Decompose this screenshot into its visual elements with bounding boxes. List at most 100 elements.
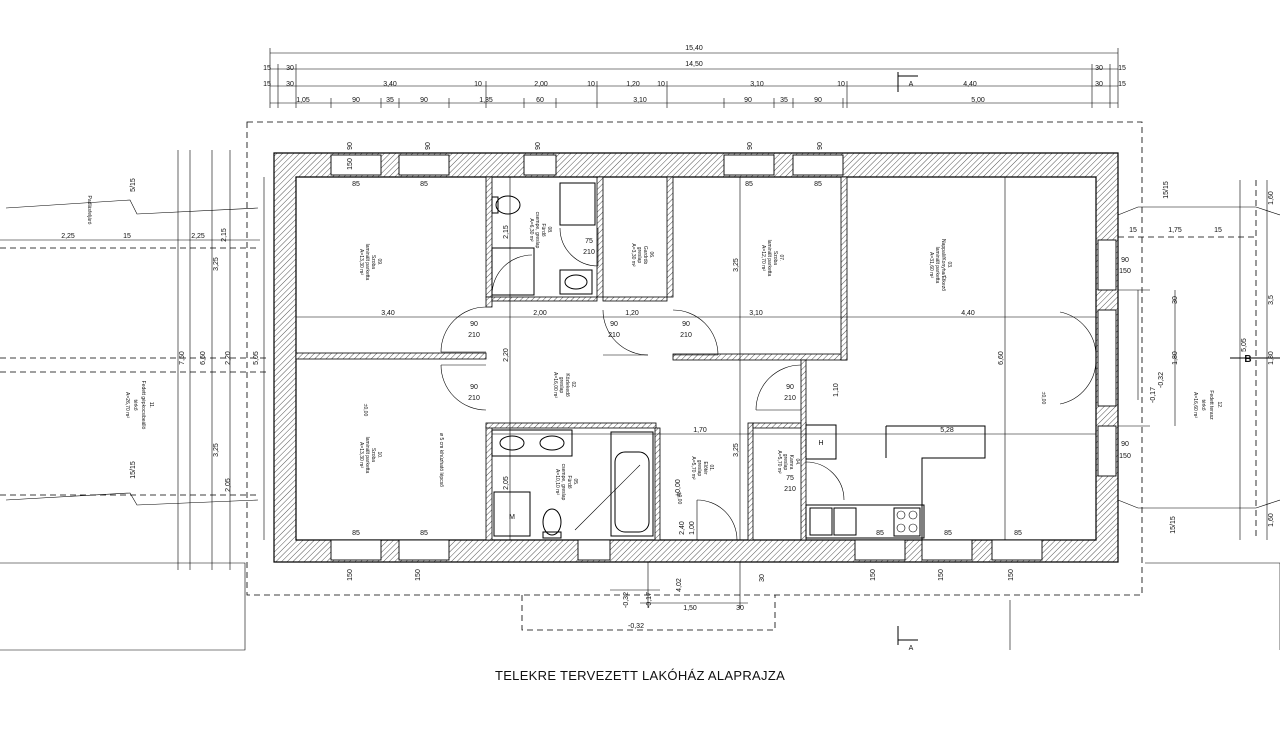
dim-row2: 4,40 [963,81,977,88]
door-label: 75 [585,238,593,245]
dim-bottom: -0,32 [628,623,644,630]
window [330,539,382,561]
window-label: 150 [1119,268,1131,275]
room-02-floor: greslap [558,377,564,394]
room-01-floor: greslap [696,460,702,477]
dim-interior: 2,15 [503,225,510,239]
door-label: 210 [468,332,480,339]
room-03-id: 03. [946,262,952,269]
dim-left: 2,25 [61,233,75,240]
window-label: 90 [1121,257,1129,264]
door-swings [440,227,1097,541]
dim-row2: 10 [837,81,845,88]
room-07-id: 07. [778,255,784,262]
room-02-name: Közlekedő [564,373,570,397]
window-label: 150 [415,569,422,581]
window [991,539,1043,561]
dim-row2: 10 [587,81,595,88]
attic-label: Padlásfeljáró [86,196,92,225]
carport-area: 2,25 2,25 15 5/15 15/15 7,50 6,60 2,15 3… [0,150,270,570]
drawing-caption: TELEKRE TERVEZETT LAKÓHÁZ ALAPRAJZA [494,668,786,683]
room-05-name: Fürdő [566,475,572,488]
dim-right: 3,5 [1268,295,1275,305]
washing-machine-label: M [509,514,515,521]
room-08-id: 08. [546,227,552,234]
window-label: 85 [420,181,428,188]
window-label: 85 [814,181,822,188]
entrance-steps: 1,50 30 -0,32 -0,17 -0,32 1,00 2,40 4,02… [610,479,766,630]
room-07-name: Szoba [772,251,778,265]
dim-end: 30 [1095,81,1103,88]
room-09-id: 09. [376,259,382,266]
window [921,539,973,561]
room-07-area: A=12,70 m² [760,245,766,271]
window-label: 150 [1119,453,1131,460]
room-06-id: 06. [648,252,654,259]
room-09-area: A=13,30 m² [358,249,364,275]
room-labels: 09. Szoba laminált parketta A=13,30 m² 0… [358,212,1046,505]
dim-interior: 2,00 [533,310,547,317]
dim-right: 1,75 [1168,227,1182,234]
window [398,154,450,176]
roof-outline [0,121,1280,651]
window-label: 85 [352,181,360,188]
sink [559,269,593,295]
dim-right: 5,05 [1241,338,1248,352]
room-04-name: Kamra [788,455,794,470]
dim-left: 15 [123,233,131,240]
window [792,154,844,176]
dim-row3: 90 [814,97,822,104]
door-label: 210 [608,332,620,339]
room-07-floor: laminált parketta [766,240,772,277]
section-label-b: B [1244,354,1251,365]
fridge [805,424,837,460]
dim-left: 2,05 [225,478,232,492]
dim-interior: 5,28 [940,427,954,434]
dim-bottom: 1,50 [683,605,697,612]
windows-bottom: 150 85 150 85 150 150 150 85 85 85 [330,530,1043,581]
dim-row3: 1,35 [479,97,493,104]
dim-left: 2,15 [221,228,228,242]
stove [893,507,921,537]
windows-top: 90 150 85 90 85 90 90 85 90 85 [330,142,844,188]
window-label: 150 [347,569,354,581]
room-11-floor: térkő [132,399,138,410]
toilet [495,195,521,215]
section-label-a: A [909,81,914,88]
dim-right: 1,60 [1268,513,1275,527]
window-label: 90 [425,142,432,150]
dim-bottom: 2,40 [679,521,686,535]
dim-bottom: 30 [759,574,766,582]
washing-machine [493,491,531,537]
dim-right: 1,60 [1268,191,1275,205]
dim-right: 15 [1214,227,1222,234]
dim-bottom: -0,32 [623,592,630,608]
dim-left: 3,25 [213,443,220,457]
room-04-floor: greslap [782,454,788,471]
dim-row2: 2,00 [534,81,548,88]
window-label: 150 [870,569,877,581]
room-04-id: 04. [794,459,800,466]
room-02-area: A=16,00 m² [552,372,558,398]
dim-interior: 4,40 [961,310,975,317]
window-label: 85 [745,181,753,188]
dim-row3: 35 [780,97,788,104]
dim-row3: 90 [744,97,752,104]
dim-row3: 3,10 [633,97,647,104]
window-label: 90 [347,142,354,150]
double-sink [491,429,573,457]
dim-left: 7,50 [179,351,186,365]
room-09-name: Szoba [370,255,376,269]
dim-row2: 3,40 [383,81,397,88]
room-10-area: A=13,30 m² [358,442,364,468]
dim-end: 15 [263,65,271,72]
dim-interior: 1,20 [625,310,639,317]
dim-inner: 14,50 [685,61,703,68]
room-12-floor: térkő [1200,399,1206,410]
window-label: 90 [1121,441,1129,448]
dim-interior: 3,40 [381,310,395,317]
dim-right: 15 [1129,227,1137,234]
room-11-id: 11. [148,402,154,409]
room-06-name: Gardrób [642,246,648,265]
dim-row3: 90 [420,97,428,104]
